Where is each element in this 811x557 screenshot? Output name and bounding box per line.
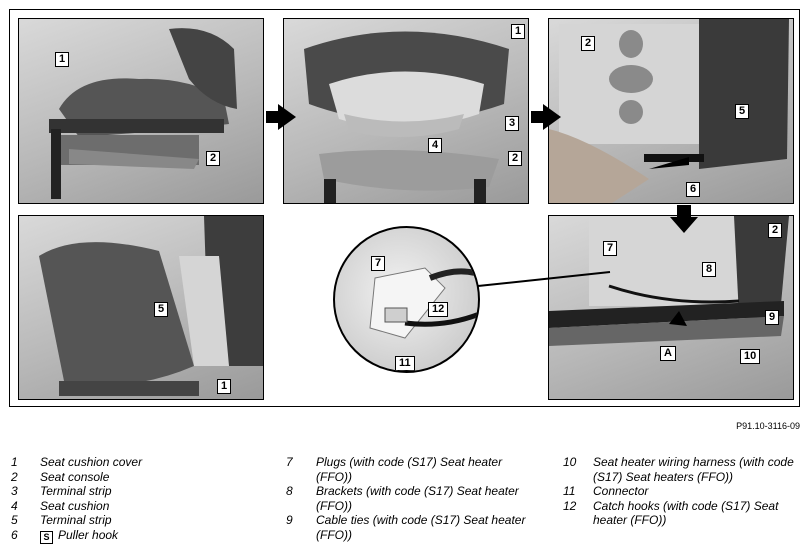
legend-item: 6 S Puller hook (11, 528, 280, 544)
legend-text-with-icon: S Puller hook (40, 528, 280, 544)
legend-item: 10 Seat heater wiring harness (with code… (563, 455, 808, 484)
photo-seat-side-view: 1 2 (18, 18, 264, 204)
callout-6: 6 (686, 182, 701, 197)
legend-number: 11 (563, 484, 576, 499)
legend-number: 7 (286, 455, 293, 469)
callout-5: 5 (154, 302, 169, 317)
callout-1: 1 (217, 379, 232, 394)
legend-item: 5 Terminal strip (11, 513, 280, 528)
legend-number: 10 (563, 455, 577, 469)
callout-12: 12 (428, 302, 449, 317)
callout-3: 3 (505, 116, 520, 131)
callout-7: 7 (371, 256, 386, 271)
special-tool-icon: S (40, 530, 53, 544)
legend-text: Cable ties (with code (S17) Seat heater … (316, 513, 526, 542)
legend-item: 12 Catch hooks (with code (S17) Seat hea… (563, 499, 808, 528)
legend-text: Seat heater wiring harness (with code (S… (593, 455, 794, 484)
photo-backrest-puller-hook: 2 5 6 (548, 18, 794, 204)
callout-a: A (660, 346, 676, 361)
legend-text: Terminal strip (40, 513, 112, 528)
step-arrow-icon (670, 205, 698, 233)
legend-number: 5 (11, 513, 18, 528)
legend-number: 3 (11, 484, 18, 499)
callout-5: 5 (735, 104, 750, 119)
legend-item: 4 Seat cushion (11, 499, 280, 514)
legend-item: 9 Cable ties (with code (S17) Seat heate… (286, 513, 526, 542)
callout-9: 9 (765, 310, 780, 325)
legend-number: 2 (11, 469, 18, 484)
photo-seat-cushion-top: 5 1 (18, 215, 264, 400)
legend-text: Brackets (with code (S17) Seat heater (F… (316, 484, 519, 513)
callout-1: 1 (511, 24, 526, 39)
zoom-detail-connector: 7 12 11 (333, 226, 480, 373)
legend-number: 9 (286, 513, 293, 528)
legend-text: Seat console (40, 469, 110, 484)
legend-text: Seat cushion cover (40, 455, 143, 469)
legend-item: 8 Brackets (with code (S17) Seat heater … (286, 484, 526, 513)
legend-text: Seat cushion (40, 498, 110, 513)
legend-item: 1 Seat cushion cover (11, 455, 280, 470)
callout-2: 2 (581, 36, 596, 51)
legend-column-2: 7 Plugs (with code (S17) Seat heater (FF… (286, 455, 526, 543)
step-arrow-icon (266, 104, 296, 130)
legend-text: Connector (593, 484, 649, 499)
legend-text: Puller hook (58, 527, 119, 542)
legend-number: 8 (286, 484, 293, 499)
legend-text: Catch hooks (with code (S17) Seat heater… (593, 498, 779, 528)
step-arrow-icon (531, 104, 561, 130)
photo-seat-cushion-lifted: 1 3 4 2 (283, 18, 529, 204)
legend-text: Terminal strip (40, 484, 112, 499)
legend-number: 4 (11, 498, 18, 513)
callout-2: 2 (508, 151, 523, 166)
legend-column-1: 1 Seat cushion cover 2 Seat console 3 Te… (11, 455, 280, 544)
photo-seat-heater-wiring: 7 2 8 9 10 A (548, 215, 794, 400)
legend-column-3: 10 Seat heater wiring harness (with code… (563, 455, 808, 528)
callout-11: 11 (395, 356, 415, 371)
callout-1: 1 (55, 52, 70, 67)
callout-4: 4 (428, 138, 443, 153)
legend-text: Plugs (with code (S17) Seat heater (FFO)… (316, 455, 503, 484)
callout-2: 2 (768, 223, 783, 238)
legend-number: 1 (11, 455, 18, 469)
legend-number: 12 (563, 498, 577, 513)
legend-item: 11 Connector (563, 484, 808, 499)
legend-item: 7 Plugs (with code (S17) Seat heater (FF… (286, 455, 526, 484)
callout-10: 10 (740, 349, 761, 364)
callout-8: 8 (702, 262, 717, 277)
legend-item: 2 Seat console (11, 470, 280, 485)
callout-2: 2 (206, 151, 221, 166)
figure-id: P91.10-3116-09 (736, 421, 800, 431)
legend-number: 6 (11, 527, 18, 542)
legend-item: 3 Terminal strip (11, 484, 280, 499)
callout-7: 7 (603, 241, 618, 256)
